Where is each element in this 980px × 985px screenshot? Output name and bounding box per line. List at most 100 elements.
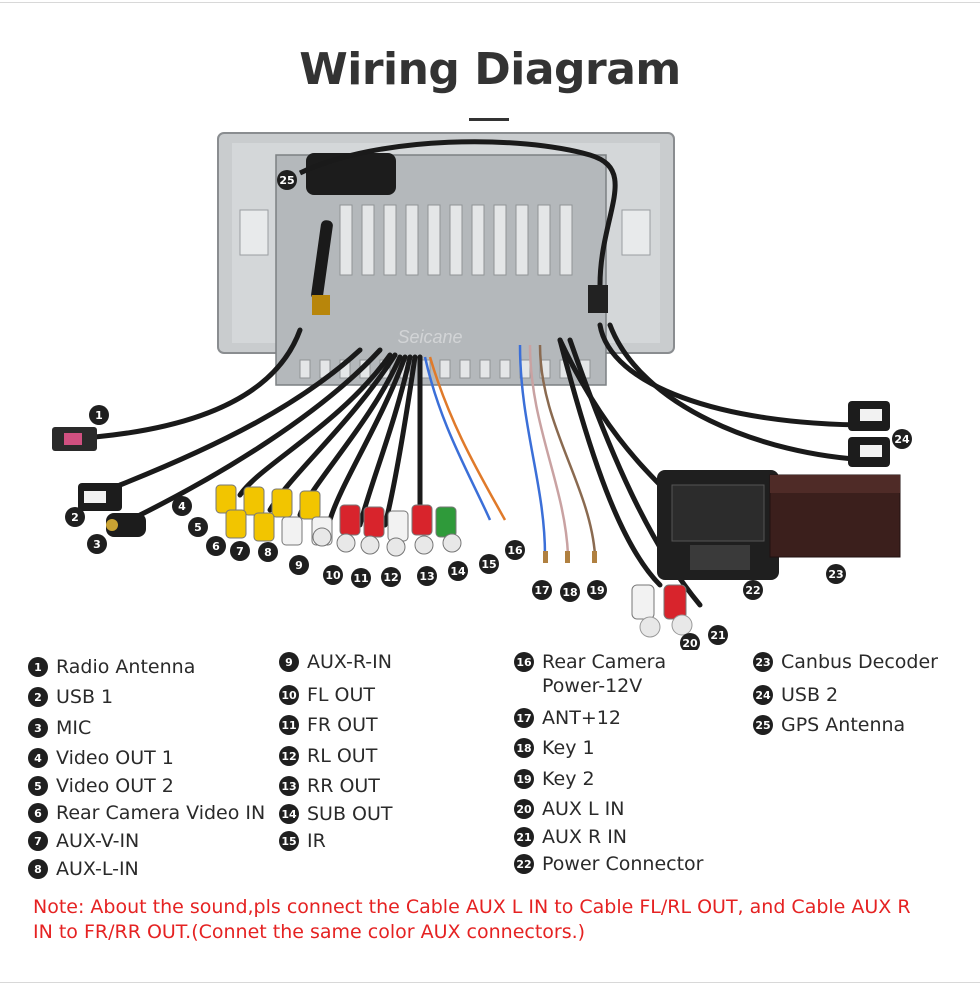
- svg-text:22: 22: [745, 584, 760, 597]
- legend-label: IR: [307, 830, 326, 852]
- legend-badge: 23: [753, 652, 773, 672]
- svg-text:2: 2: [71, 511, 79, 524]
- svg-text:4: 4: [178, 500, 186, 513]
- svg-text:18: 18: [562, 586, 577, 599]
- legend-label: Key 2: [542, 768, 595, 790]
- svg-text:14: 14: [450, 565, 466, 578]
- legend-badge: 13: [279, 776, 299, 796]
- legend-label: Rear Camera Power-12V: [542, 651, 667, 697]
- legend-item: 16 Rear Camera Power-12V: [514, 650, 682, 698]
- legend-badge: 17: [514, 708, 534, 728]
- top-divider: [0, 2, 980, 3]
- callout-23: 23: [826, 564, 846, 584]
- legend-label: Power Connector: [542, 853, 704, 875]
- legend-label: MIC: [56, 717, 92, 739]
- legend-label: FR OUT: [307, 714, 378, 736]
- legend-label: Rear Camera Video IN: [56, 802, 266, 824]
- svg-text:12: 12: [383, 571, 398, 584]
- svg-text:1: 1: [95, 409, 103, 422]
- legend-label: Radio Antenna: [56, 656, 196, 678]
- power-connector: [657, 470, 779, 580]
- svg-text:21: 21: [710, 629, 725, 642]
- legend-badge: 7: [28, 831, 48, 851]
- svg-text:5: 5: [194, 521, 202, 534]
- callout-7: 7: [230, 541, 250, 561]
- legend-label: ANT+12: [542, 707, 621, 729]
- legend-label: Canbus Decoder: [781, 651, 938, 673]
- legend-badge: 15: [279, 831, 299, 851]
- callout-badges: 1 2 3 4 5 6 7 8 9 10 11 12 13 14 15 16 1…: [65, 170, 912, 650]
- callout-25: 25: [277, 170, 297, 190]
- legend-badge: 22: [514, 854, 534, 874]
- callout-5: 5: [188, 517, 208, 537]
- legend-item: 9 AUX-R-IN: [279, 651, 392, 673]
- legend-label: Video OUT 1: [56, 747, 174, 769]
- legend-label: AUX-R-IN: [307, 651, 392, 673]
- callout-14: 14: [448, 561, 468, 581]
- callout-17: 17: [532, 580, 552, 600]
- legend-badge: 5: [28, 776, 48, 796]
- legend-label: RL OUT: [307, 745, 378, 767]
- wiring-note: Note: About the sound,pls connect the Ca…: [33, 896, 911, 943]
- title-underline: [469, 118, 509, 121]
- svg-text:13: 13: [419, 570, 434, 583]
- legend-label: FL OUT: [307, 684, 376, 706]
- legend-item: 11 FR OUT: [279, 714, 378, 736]
- svg-text:10: 10: [325, 569, 341, 582]
- svg-text:17: 17: [534, 584, 549, 597]
- callout-22: 22: [743, 580, 763, 600]
- legend-badge: 11: [279, 715, 299, 735]
- legend-item: 1 Radio Antenna: [28, 656, 195, 678]
- legend-badge: 14: [279, 804, 299, 824]
- rear-vents: [299, 204, 591, 379]
- svg-text:15: 15: [481, 558, 496, 571]
- aux-in-connectors: [631, 584, 693, 638]
- svg-text:23: 23: [828, 568, 843, 581]
- svg-text:16: 16: [507, 544, 523, 557]
- legend-badge: 16: [514, 652, 534, 672]
- page-title: Wiring Diagram: [299, 44, 681, 95]
- usb2-connectors: [848, 401, 890, 467]
- svg-text:25: 25: [279, 174, 294, 187]
- callout-9: 9: [289, 555, 309, 575]
- legend-badge: 2: [28, 687, 48, 707]
- legend-badge: 9: [279, 652, 299, 672]
- mic-connector: [106, 513, 146, 537]
- legend-label: USB 1: [56, 686, 114, 708]
- legend-badge: 19: [514, 769, 534, 789]
- legend-label: SUB OUT: [307, 803, 393, 825]
- legend-item: 17 ANT+12: [514, 707, 621, 729]
- svg-text:6: 6: [212, 540, 220, 553]
- legend-item: 13 RR OUT: [279, 775, 380, 797]
- svg-text:24: 24: [894, 433, 910, 446]
- legend-label: AUX R IN: [542, 826, 628, 848]
- legend-label: RR OUT: [307, 775, 380, 797]
- svg-text:8: 8: [264, 546, 272, 559]
- callout-20: 20: [680, 633, 700, 650]
- legend-label: AUX-L-IN: [56, 858, 139, 880]
- callout-4: 4: [172, 496, 192, 516]
- callout-10: 10: [323, 565, 343, 585]
- legend-label: USB 2: [781, 684, 839, 706]
- callout-8: 8: [258, 542, 278, 562]
- legend-item: 6 Rear Camera Video IN: [28, 802, 265, 824]
- legend-label: Video OUT 2: [56, 775, 174, 797]
- callout-12: 12: [381, 567, 401, 587]
- svg-text:20: 20: [682, 637, 698, 650]
- legend-item: 23 Canbus Decoder: [753, 651, 938, 673]
- legend-badge: 6: [28, 803, 48, 823]
- legend-badge: 1: [28, 657, 48, 677]
- wire-tips: [543, 551, 597, 563]
- legend-label: AUX L IN: [542, 798, 625, 820]
- legend-item: 19 Key 2: [514, 768, 595, 790]
- legend-badge: 3: [28, 718, 48, 738]
- svg-text:19: 19: [589, 584, 604, 597]
- callout-2: 2: [65, 507, 85, 527]
- callout-6: 6: [206, 536, 226, 556]
